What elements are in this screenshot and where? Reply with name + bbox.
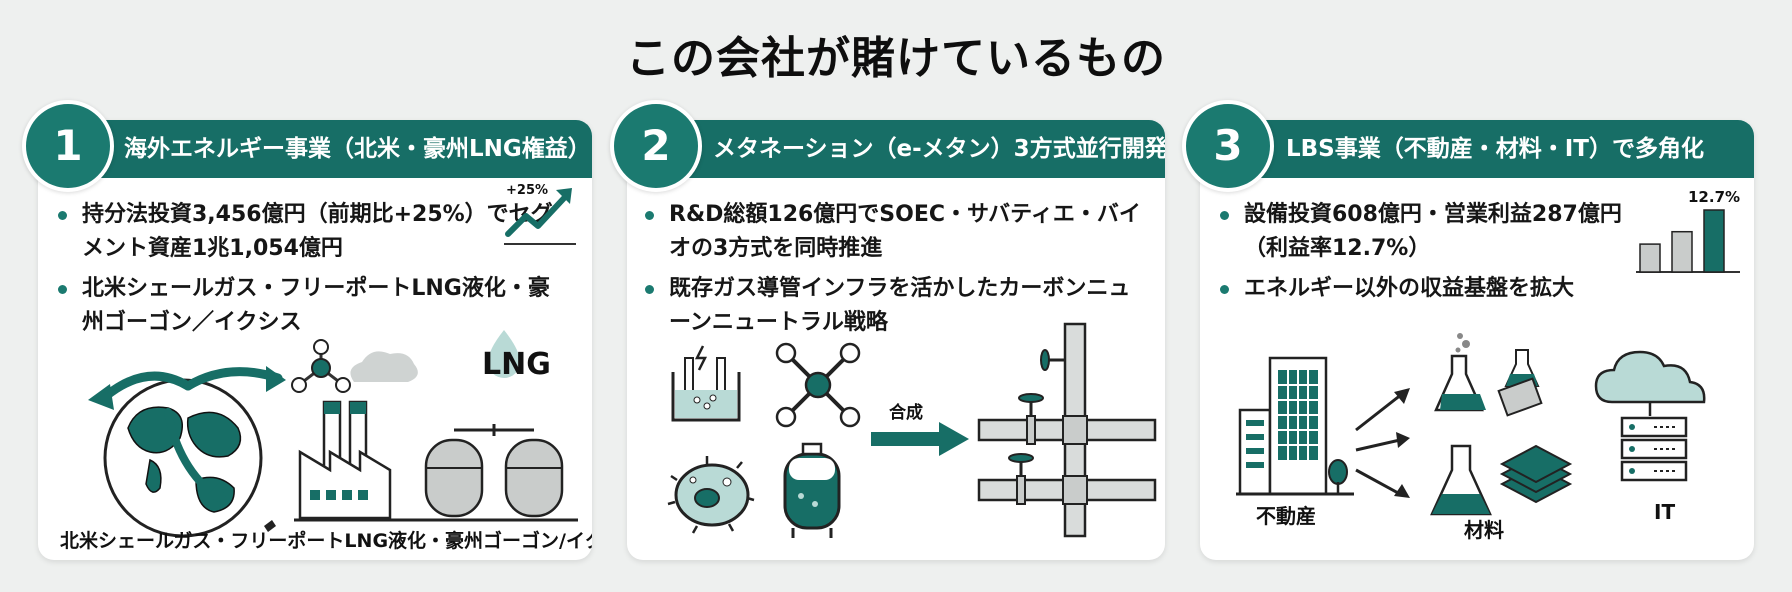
flask-icon: [1430, 444, 1492, 516]
step-badge-1: 1: [22, 100, 114, 192]
card-caption: 北米シェールガス・フリーポートLNG液化・豪州ゴーゴン/イクシス: [60, 530, 592, 552]
pipeline-icon: [977, 322, 1157, 538]
bullet-list: R&D総額126億円でSOEC・サバティエ・バイオの3方式を同時推進 既存ガス導…: [645, 198, 1145, 346]
page-title: この会社が賭けているもの: [626, 33, 1166, 84]
margin-bar: [1703, 209, 1725, 273]
card-header: 海外エネルギー事業（北米・豪州LNG権益）: [38, 120, 592, 178]
bullet-text: R&D総額126億円でSOEC・サバティエ・バイオの3方式を同時推進: [669, 202, 1141, 261]
label-materials: 材料: [1464, 518, 1504, 542]
building-icon: [1236, 356, 1354, 496]
molecule-icon: [291, 339, 351, 393]
margin-bar: [1671, 230, 1693, 273]
card-methanation: メタネーション（e-メタン）3方式並行開発 R&D総額126億円でSOEC・サバ…: [627, 120, 1165, 560]
growth-badge: +25%: [506, 183, 548, 198]
cloud-server-icon: [1594, 350, 1706, 482]
bullet-item: 既存ガス導管インフラを活かしたカーボンニューンニュートラル戦略: [645, 272, 1145, 340]
profit-margin-chart: 12.7%: [1636, 188, 1740, 273]
bullet-dot: [645, 285, 654, 294]
step-badge-2: 2: [610, 100, 702, 192]
bullet-list: 持分法投資3,456億円（前期比+25%）でセグメント資産1兆1,054億円 北…: [58, 198, 558, 346]
card-lbs-business: LBS事業（不動産・材料・IT）で多角化 設備投資608億円・営業利益287億円…: [1200, 120, 1754, 560]
layers-icon: [1499, 444, 1573, 504]
bullet-dot: [645, 211, 654, 220]
tank-icon: [783, 442, 841, 538]
bullet-text: エネルギー以外の収益基盤を拡大: [1244, 276, 1575, 301]
margin-bar: [1639, 243, 1661, 273]
bullet-dot: [58, 285, 67, 294]
margin-label: 12.7%: [1688, 188, 1740, 206]
label-real-estate: 不動産: [1256, 504, 1316, 528]
bullet-item: 持分法投資3,456億円（前期比+25%）でセグメント資産1兆1,054億円: [58, 198, 558, 266]
bullet-dot: [58, 211, 67, 220]
bullet-list: 設備投資608億円・営業利益287億円（利益率12.7%） エネルギー以外の収益…: [1220, 198, 1640, 312]
flask-icon: [1434, 333, 1543, 417]
card-header: メタネーション（e-メタン）3方式並行開発: [627, 120, 1165, 178]
lng-tank-icon: LNG: [414, 330, 578, 522]
card-overseas-energy: 海外エネルギー事業（北米・豪州LNG権益） 持分法投資3,456億円（前期比+2…: [38, 120, 592, 560]
card-header: LBS事業（不動産・材料・IT）で多角化: [1200, 120, 1754, 178]
step-badge-3: 3: [1182, 100, 1274, 192]
bullet-item: エネルギー以外の収益基盤を拡大: [1220, 272, 1640, 306]
synthesis-arrow-icon: 合成: [871, 402, 969, 456]
trend-up-icon: +25%: [504, 183, 576, 245]
lng-label: LNG: [482, 347, 551, 382]
bullet-item: 北米シェールガス・フリーポートLNG液化・豪州ゴーゴン／イクシス: [58, 272, 558, 340]
label-it: IT: [1654, 500, 1676, 524]
bullet-text: 設備投資608億円・営業利益287億円（利益率12.7%）: [1244, 202, 1622, 261]
bullet-dot: [1220, 285, 1229, 294]
bullet-item: 設備投資608億円・営業利益287億円（利益率12.7%）: [1220, 198, 1640, 266]
bullet-dot: [1220, 211, 1229, 220]
bullet-item: R&D総額126億円でSOEC・サバティエ・バイオの3方式を同時推進: [645, 198, 1145, 266]
bullet-text: 北米シェールガス・フリーポートLNG液化・豪州ゴーゴン／イクシス: [82, 276, 550, 335]
bullet-text: 持分法投資3,456億円（前期比+25%）でセグメント資産1兆1,054億円: [82, 202, 553, 261]
synthesis-label: 合成: [889, 402, 923, 423]
electrolysis-icon: [671, 345, 741, 422]
globe-icon: [88, 366, 286, 538]
microbe-icon: [667, 456, 755, 534]
branch-arrows-icon: [1355, 388, 1410, 498]
molecule-icon: [775, 342, 861, 428]
card-heading: メタネーション（e-メタン）3方式並行開発: [713, 136, 1165, 162]
card-heading: LBS事業（不動産・材料・IT）で多角化: [1286, 136, 1704, 162]
bullet-text: 既存ガス導管インフラを活かしたカーボンニューンニュートラル戦略: [669, 276, 1131, 335]
card-heading: 海外エネルギー事業（北米・豪州LNG権益）: [124, 136, 591, 162]
